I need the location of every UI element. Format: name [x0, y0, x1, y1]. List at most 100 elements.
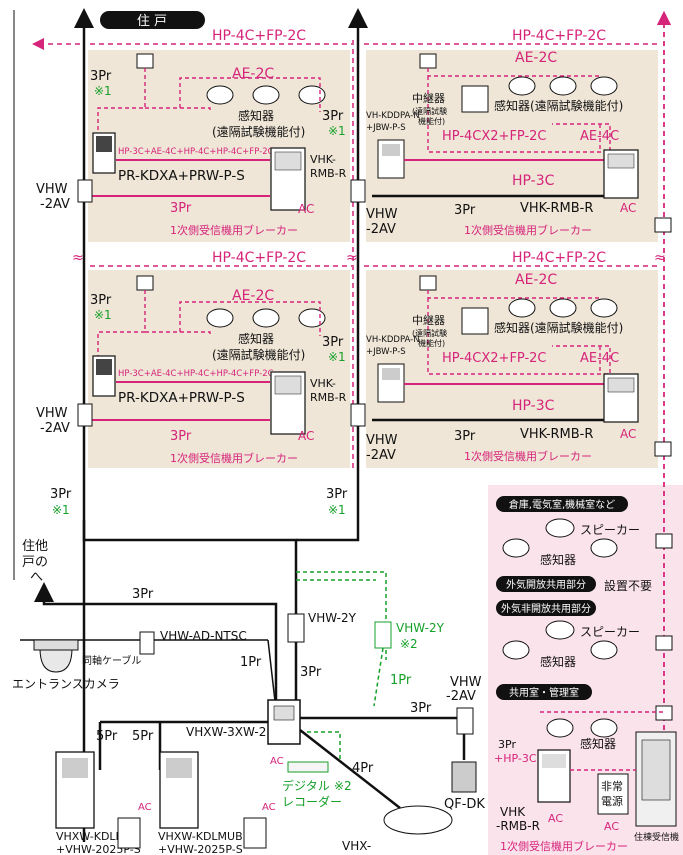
ur-vhw-b: -2AV: [366, 222, 396, 237]
riser-mid-note1: ※1: [328, 503, 346, 517]
ll-vhw-box: [77, 403, 93, 427]
ur-ae2c: AE-2C: [515, 50, 557, 66]
lr-ae2c: AE-2C: [515, 272, 557, 288]
ll-sensor-1: [206, 308, 234, 328]
ll-vhk-b: RMB-R: [310, 391, 347, 404]
ll-vhk-a: VHK-: [310, 377, 336, 390]
ll-3pr-pink: 3Pr: [170, 429, 192, 444]
ul-hp4c-label: HP-4C+FP-2C: [212, 28, 306, 44]
vhw-mgmt-b: -2AV: [446, 689, 476, 704]
vhw-mgmt-box: [456, 707, 474, 735]
riser-left-3pr: 3Pr: [50, 487, 72, 502]
recorder-b: レコーダー: [282, 794, 342, 809]
ul-note1: ※1: [94, 84, 112, 98]
ul-junction-box: [136, 53, 154, 69]
zone1-sensor-1: [502, 538, 530, 558]
lr-relay-c: 機能付): [418, 338, 445, 348]
lr-vh-kddpa-b: +JBW-P-S: [366, 347, 406, 357]
ll-master-screen: [96, 359, 112, 375]
ur-door-station-cam: [382, 144, 400, 156]
lr-sensor-2: [549, 298, 577, 318]
zone4-tag: [496, 684, 592, 700]
vhw-ad-label: VHW-AD-NTSC: [160, 629, 247, 643]
ul-pink-dash: [97, 68, 321, 134]
other-c: へ: [30, 570, 43, 585]
zone3-box: [655, 635, 673, 651]
lr-ae4c: AE-4C: [580, 351, 619, 366]
lr-sensor-3: [590, 298, 618, 318]
riser-left-note1: ※1: [52, 503, 70, 517]
entrance-b-2: +VHW-2025P-S: [158, 843, 243, 855]
zone1-sensor-2: [590, 538, 618, 558]
door-icon-2: [243, 817, 267, 849]
ul-hp3c-combo: HP-3C+AE-4C+HP-4C+HP-4C+FP-2C: [118, 147, 274, 157]
break-mark-mid: ≈: [346, 250, 358, 266]
zone4-vhk-a: VHK: [500, 805, 526, 819]
ul-3pr: 3Pr: [90, 69, 112, 84]
lr-hp3c: HP-3C: [512, 398, 555, 414]
recorder-note2: ※2: [334, 779, 352, 793]
cable-5pr-2-label: 5Pr: [132, 729, 154, 744]
ur-3pr-side: 3Pr: [322, 109, 344, 124]
vhx-label: VHX-: [342, 839, 371, 853]
coax-to-controller: [267, 639, 277, 711]
emergency-a: 非常: [601, 780, 623, 793]
ur-vhw-a: VHW: [366, 207, 398, 222]
camera-mount: [33, 639, 79, 651]
green-dash-2: [300, 647, 384, 760]
ur-note1-side: ※1: [328, 124, 346, 138]
zone4-hp3c: +HP-3C: [494, 752, 537, 765]
ul-vhw-b: -2AV: [40, 197, 70, 212]
ur-junction-box: [419, 53, 437, 69]
camera-shape: [39, 647, 73, 673]
lr-breaker: 1次側受信機用ブレーカー: [464, 449, 592, 463]
ll-ac: AC: [298, 429, 314, 443]
cable-5pr-1-label: 5Pr: [96, 729, 118, 744]
vhw2y-label: VHW-2Y: [308, 611, 357, 625]
zone3-speaker-label: スピーカー: [580, 625, 640, 639]
ur-relay-a: 中継器: [412, 91, 445, 105]
lr-vhw-b: -2AV: [366, 448, 396, 463]
ur-vh-kddpa-a: VH-KDDPA-N: [366, 111, 420, 121]
ul-sensor-label-2: (遠隔試験機能付): [212, 124, 305, 139]
ur-sensor-2: [549, 76, 577, 96]
zone4-pink-line: [540, 711, 664, 771]
entrance-panel-1-screen: [62, 758, 88, 778]
emergency-box: [597, 773, 629, 815]
ul-vhw-a: VHW: [36, 182, 68, 197]
ur-sensor-3: [590, 76, 618, 96]
zone1-speaker: [545, 518, 575, 538]
ur-vhk: VHK-RMB-R: [520, 201, 593, 216]
unit-box-lower-right: [366, 270, 658, 468]
ur-hp4cx2: HP-4CX2+FP-2C: [442, 129, 547, 144]
vhw2y-green-box: [374, 621, 392, 649]
cable-4pr-label: 4Pr: [352, 761, 374, 776]
zone4-receiver-screen: [542, 754, 566, 768]
coax-label: 同軸ケーブル: [82, 654, 141, 667]
ul-sensor-label: 感知器: [238, 108, 274, 123]
vhw-mgmt-a: VHW: [450, 675, 482, 690]
entrance-a-2: VHXW-KDLMUB: [158, 830, 243, 843]
coax-1pr: 1Pr: [240, 655, 262, 670]
zone3-label: 外気非開放共用部分: [501, 602, 591, 615]
trunk-left-to-controller: [82, 520, 298, 700]
zone1-box: [655, 533, 673, 549]
ul-vhk-a: VHK-: [310, 153, 336, 166]
other-b: 戸の: [22, 555, 48, 570]
ul-master-screen: [96, 136, 112, 152]
ur-ac: AC: [620, 201, 636, 215]
ur-breaker: 1次側受信機用ブレーカー: [464, 223, 592, 237]
lr-ac: AC: [620, 427, 636, 441]
zone4-ac-2: AC: [604, 820, 619, 833]
ul-vhk-b: RMB-R: [310, 167, 347, 180]
ul-sensor-3: [298, 85, 326, 105]
lr-junction-box: [419, 275, 437, 291]
lr-relay: [461, 307, 489, 335]
vhw-ad-box: [139, 631, 155, 655]
camera-label: エントランスカメラ: [12, 677, 120, 691]
vhw2y-note2: ※2: [400, 637, 418, 651]
zone4-vhk-b: -RMB-R: [496, 819, 540, 833]
trunk-mid-to-controller: [296, 520, 360, 542]
door-icon-1: [117, 817, 141, 849]
